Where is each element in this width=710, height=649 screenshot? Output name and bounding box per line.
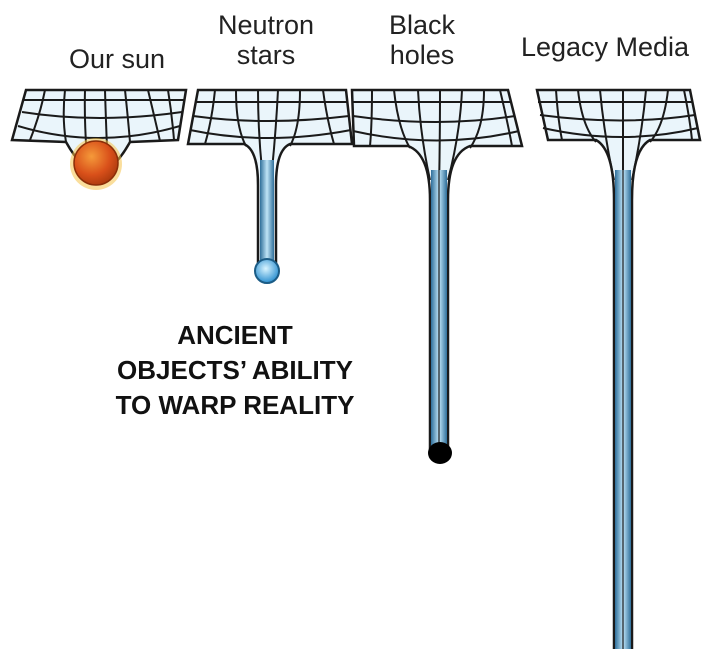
- label-blackhole-line2: holes: [389, 40, 455, 70]
- label-neutron-stars: Neutron stars: [196, 10, 336, 70]
- black-hole-well: [350, 88, 524, 464]
- neutron-star: [254, 258, 280, 284]
- label-blackhole-line1: Black: [388, 10, 456, 40]
- caption-text: ANCIENT OBJECTS’ ABILITY TO WARP REALITY: [70, 318, 400, 423]
- label-neutron-line1: Neutron: [217, 10, 315, 40]
- legacy-media-well: [535, 88, 702, 649]
- caption-line2: OBJECTS’ ABILITY: [117, 355, 353, 385]
- sun-well: [10, 88, 188, 190]
- black-hole: [428, 442, 452, 464]
- neutron-star-well: [186, 88, 354, 284]
- caption-line1: ANCIENT: [177, 320, 293, 350]
- label-neutron-line2: stars: [236, 40, 296, 70]
- label-our-sun: Our sun: [68, 44, 166, 74]
- label-legacy-media: Legacy Media: [520, 32, 690, 62]
- label-black-holes: Black holes: [362, 10, 482, 70]
- caption-line3: TO WARP REALITY: [115, 390, 355, 420]
